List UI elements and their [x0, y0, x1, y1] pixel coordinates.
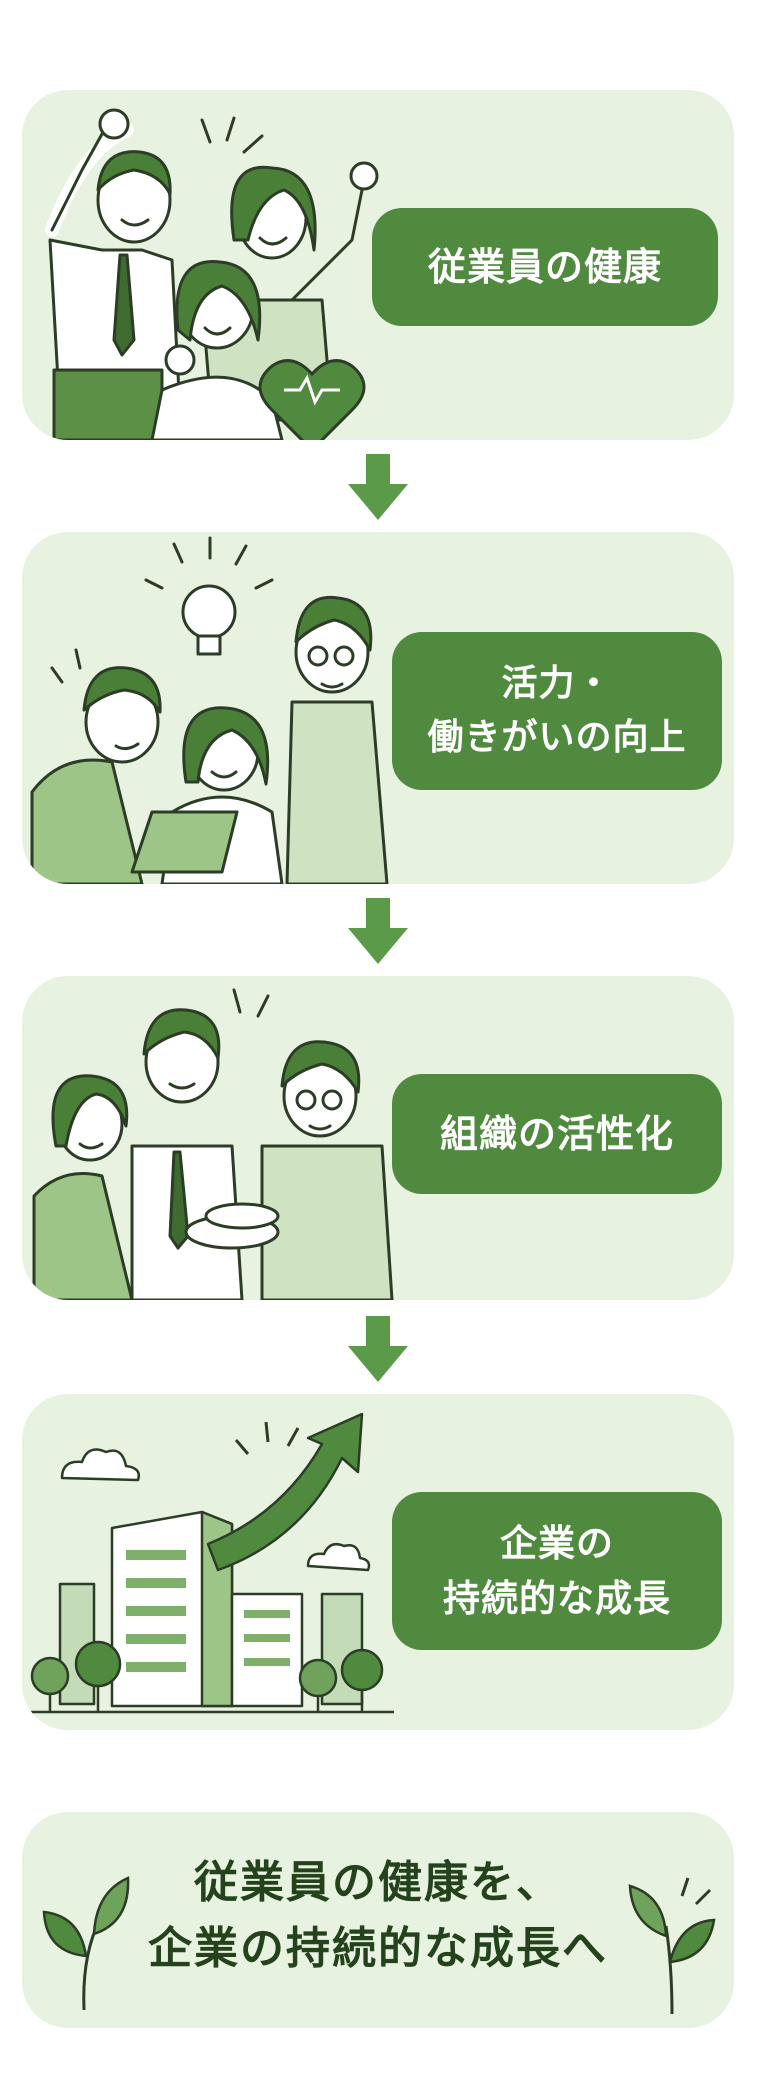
city-growth-illustration [30, 1412, 394, 1714]
down-arrow-icon [348, 898, 408, 964]
step-label-line: 働きがいの向上 [427, 717, 687, 758]
step-label-line: 従業員の健康 [427, 244, 662, 289]
step-label-line: 企業の [500, 1521, 614, 1565]
step-label-line: 活力・ [501, 663, 613, 704]
leaf-icon [628, 1877, 716, 2015]
footer-line: 企業の持続的な成長へ [148, 1923, 608, 1974]
step-label-organization: 組織の活性化 [392, 1074, 722, 1194]
growth-arrow-icon [206, 1412, 364, 1572]
team-hands-together-illustration [32, 988, 394, 1300]
team-discussion-illustration [30, 536, 389, 884]
heart-pulse-icon [258, 359, 366, 440]
footer-line: 従業員の健康を、 [194, 1857, 562, 1908]
footer-message: 従業員の健康を、 企業の持続的な成長へ [22, 1850, 734, 1982]
step-label-health: 従業員の健康 [372, 208, 718, 326]
cheering-people-illustration [45, 108, 379, 440]
step-card-growth: 企業の 持続的な成長 [22, 1394, 734, 1730]
cloud-icon [306, 1543, 371, 1572]
footer-message-card: 従業員の健康を、 企業の持続的な成長へ [22, 1812, 734, 2028]
down-arrow-icon [348, 1316, 408, 1382]
cloud-icon [60, 1448, 140, 1482]
step-label-growth: 企業の 持続的な成長 [392, 1492, 722, 1650]
leaf-icon [42, 1876, 130, 2011]
step-label-line: 持続的な成長 [443, 1577, 671, 1620]
step-card-vitality: 活力・ 働きがいの向上 [22, 532, 734, 884]
step-card-organization: 組織の活性化 [22, 976, 734, 1300]
down-arrow-icon [348, 454, 408, 520]
step-label-line: 組織の活性化 [439, 1111, 674, 1156]
lightbulb-icon [144, 536, 274, 656]
step-card-health: 従業員の健康 [22, 90, 734, 440]
tree-icon [30, 1640, 384, 1712]
step-label-vitality: 活力・ 働きがいの向上 [392, 632, 722, 790]
